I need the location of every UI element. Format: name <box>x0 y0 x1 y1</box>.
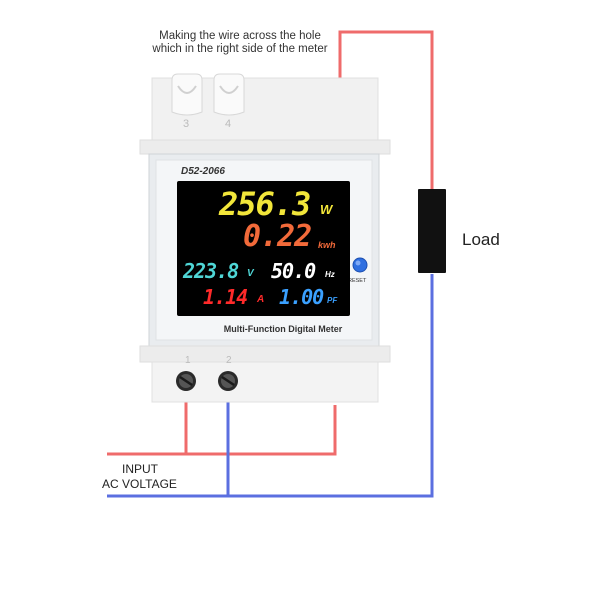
current-value: 1.14 <box>203 285 248 309</box>
load-label: Load <box>462 230 500 249</box>
power-factor-value: 1.00 <box>279 285 324 309</box>
reset-button-highlight <box>355 260 361 266</box>
caption-line-1: Making the wire across the hole <box>159 30 321 42</box>
load-block <box>418 189 446 273</box>
frequency-unit: Hz <box>325 270 335 279</box>
power-factor-unit: PF <box>327 296 338 305</box>
terminal-1-label: 1 <box>185 355 191 366</box>
input-label-line-2: AC VOLTAGE <box>102 477 177 491</box>
meter-name: Multi-Function Digital Meter <box>223 324 343 334</box>
input-label-line-1: INPUT <box>122 462 158 476</box>
meter-display: 256.3 W 0.22 kwh 223.8 V 50.0 Hz 1.14 A … <box>177 181 350 316</box>
reset-label: RESET <box>348 278 367 284</box>
energy-unit: kwh <box>318 240 336 250</box>
terminal-2-label: 2 <box>226 355 232 366</box>
energy-value: 0.22 <box>243 219 312 254</box>
current-unit: A <box>257 294 265 305</box>
instruction-caption: Making the wire across the hole which in… <box>120 30 360 56</box>
screw-terminal-2 <box>218 371 238 391</box>
terminal-4-label: 4 <box>225 118 232 130</box>
power-unit: W <box>320 202 333 217</box>
reset-button[interactable] <box>352 257 368 273</box>
neutral-wire <box>107 274 434 498</box>
input-voltage-label: INPUT AC VOLTAGE <box>102 462 177 492</box>
live-wire <box>107 30 434 456</box>
frequency-value: 50.0 <box>271 259 316 283</box>
terminal-3-label: 3 <box>183 118 190 130</box>
voltage-unit: V <box>247 268 254 279</box>
meter-model: D52-2066 <box>181 166 225 177</box>
caption-line-2: which in the right side of the meter <box>152 43 328 55</box>
power-value: 256.3 <box>219 185 311 223</box>
screw-terminal-1 <box>176 371 196 391</box>
voltage-value: 223.8 <box>183 259 239 283</box>
